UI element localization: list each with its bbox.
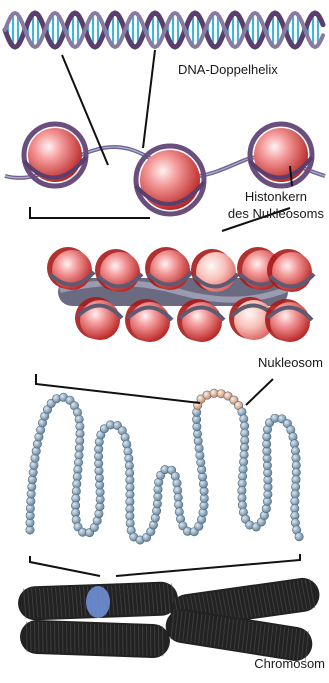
chromosome [17, 576, 321, 664]
histone-core [140, 150, 200, 210]
bracket-loop-left [30, 556, 100, 576]
bracket-loop-right [116, 554, 300, 576]
pointer-dna-right [143, 50, 155, 148]
label-chromosome: Chromosom [254, 656, 325, 671]
centromere-marker [86, 586, 110, 618]
looped-chromatin-fiber [26, 389, 304, 544]
bracket-beads-left [30, 207, 150, 218]
fiber-bead [295, 533, 303, 541]
label-dna-double-helix: DNA-Doppelhelix [178, 62, 278, 77]
label-histone-core-line2: des Nukleosoms [228, 206, 324, 221]
chromatid-lower-left [19, 619, 170, 658]
dna-double-helix [5, 13, 323, 47]
nucleosome-fiber [47, 247, 314, 342]
label-histone-core-line1: Histonkern [245, 189, 307, 204]
pointer-nucleosome [246, 379, 273, 405]
label-nucleosome: Nukleosom [258, 355, 323, 370]
